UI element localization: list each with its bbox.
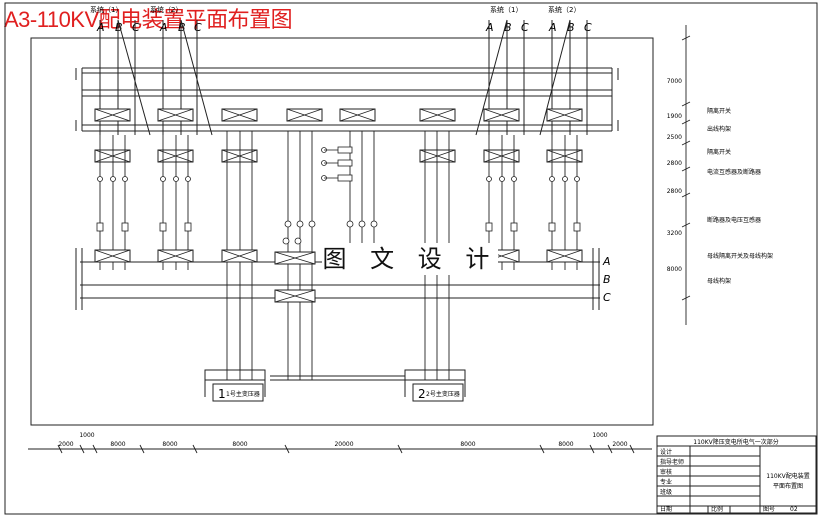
transformer-2-label: 2号主变压器 <box>426 390 460 398</box>
title-block-header: 110KV降压变电所电气一次部分 <box>693 438 779 446</box>
phase-b-4: B <box>567 21 575 34</box>
title-block-row-date: 日期 <box>660 505 672 513</box>
breaker-crosses <box>94 149 583 163</box>
phase-b-2: B <box>178 21 186 34</box>
dim-bottom-3: 8000 <box>110 441 125 448</box>
isolators-row-top <box>94 108 583 122</box>
dim-right-5: 2800 <box>667 188 682 195</box>
phase-b-3: B <box>504 21 512 34</box>
dim-bottom-2: 2000 <box>58 441 73 448</box>
title-block-row-design: 设计 <box>660 448 672 456</box>
annotation-3: 隔离开关 <box>707 148 731 156</box>
sheet-label: 图号 <box>763 506 775 513</box>
dim-bottom-4: 8000 <box>162 441 177 448</box>
phase-c-4: C <box>584 21 592 34</box>
phase-c-3: C <box>521 21 529 34</box>
watermark: 图 文 设 计 <box>322 243 498 275</box>
title-block-row-major: 专业 <box>660 478 672 486</box>
top-gantry <box>75 67 619 132</box>
dim-bottom-7: 8000 <box>460 441 475 448</box>
drawing-name-line-1: 110KV配电装置 <box>766 472 810 480</box>
system-label-2-left: 系统（2） <box>150 5 182 14</box>
title-block <box>656 435 817 514</box>
dim-bottom-6: 20000 <box>334 441 353 448</box>
drawing-boundary <box>30 37 654 426</box>
dim-bottom-8: 8000 <box>558 441 573 448</box>
dim-bottom-5: 8000 <box>232 441 247 448</box>
system-label-2-right: 系统（2） <box>548 5 580 14</box>
title-block-row-class: 班级 <box>660 488 672 496</box>
annotation-7: 母线构架 <box>707 277 731 285</box>
dim-right-7: 8000 <box>667 266 682 273</box>
right-dimension-line <box>681 25 691 325</box>
title-block-row-advisor: 指导老师 <box>660 458 684 466</box>
annotation-2: 出线构架 <box>707 125 731 133</box>
pt-boxes <box>324 146 353 182</box>
annotation-6: 母线隔离开关及母线构架 <box>707 252 773 260</box>
drawing-title: A3-110KV配电装置平面布置图 <box>4 7 293 32</box>
transformer-2: 2 2号主变压器 <box>418 387 460 401</box>
phase-c-1: C <box>132 21 140 34</box>
drawing-name-line-2: 平面布置图 <box>773 482 803 490</box>
outer-border <box>4 2 818 515</box>
isolator-crosses-top <box>94 108 583 122</box>
ct-circles <box>97 147 580 245</box>
dim-bottom-1: 1000 <box>79 432 94 439</box>
phase-c-2: C <box>194 21 202 34</box>
transformer-frames <box>204 298 466 402</box>
insulators <box>96 222 581 232</box>
bus-phase-b: B <box>603 273 611 286</box>
phase-b-1: B <box>115 21 123 34</box>
dim-right-3: 2500 <box>667 134 682 141</box>
transformer-2-number: 2 <box>418 387 426 401</box>
title-block-row-review: 审核 <box>660 468 672 476</box>
transformer-1-label: 1号主变压器 <box>226 390 260 398</box>
sheet-number: 02 <box>790 506 798 513</box>
annotation-5: 断路器及电压互感器 <box>707 216 761 224</box>
transformer-1-number: 1 <box>218 387 226 401</box>
dim-right-6: 3200 <box>667 230 682 237</box>
bottom-dimension-line <box>28 444 652 454</box>
bus-phase-a: A <box>602 255 611 268</box>
system-label-1-right: 系统（1） <box>490 5 522 14</box>
system-label-1-left: 系统（1） <box>90 5 122 14</box>
dim-right-4: 2800 <box>667 160 682 167</box>
annotation-4: 电流互感器及断路器 <box>707 168 761 176</box>
dim-bottom-9: 1000 <box>592 432 607 439</box>
dim-bottom-10: 2000 <box>612 441 627 448</box>
transformer-1: 1 1号主变压器 <box>218 387 260 401</box>
bus-phase-c: C <box>603 291 611 304</box>
dim-right-2: 1900 <box>667 113 682 120</box>
scale-label: 比例 <box>711 505 723 513</box>
dim-right-1: 7000 <box>667 78 682 85</box>
annotation-1: 隔离开关 <box>707 107 731 115</box>
